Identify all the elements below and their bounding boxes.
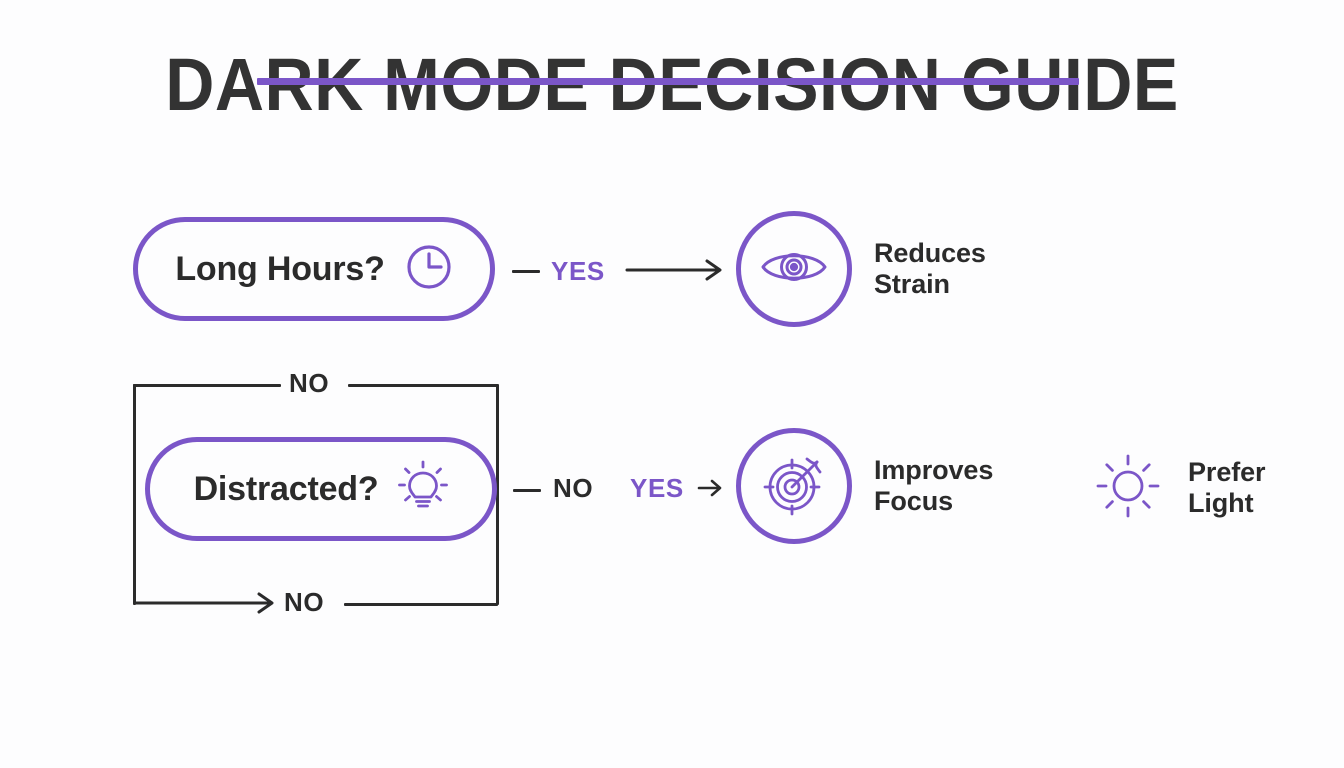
title-block: DARK MODE DECISION GUIDE — [0, 48, 1344, 122]
edge-line-bracket-left — [133, 384, 136, 605]
outcome-label-improves-focus: Improves Focus — [874, 455, 994, 516]
clock-icon — [405, 243, 453, 296]
outcome-node-reduces-strain[interactable]: Reduces Strain — [736, 211, 986, 327]
edge-stub-distracted-no — [513, 489, 541, 492]
sun-icon — [1095, 453, 1161, 524]
edge-arrow-hours-yes — [625, 256, 729, 289]
decision-node-distracted[interactable]: Distracted? — [145, 437, 497, 541]
outcome-ring-improves-focus — [736, 428, 852, 544]
decision-label-long-hours: Long Hours? — [175, 249, 385, 288]
decision-label-distracted: Distracted? — [193, 469, 379, 508]
edge-line-no-bottom-right — [344, 603, 498, 606]
lightbulb-icon — [398, 460, 449, 519]
outcome-ring-reduces-strain — [736, 211, 852, 327]
edge-line-hours-no-top-left — [133, 384, 281, 387]
edge-line-hours-no-top-right — [348, 384, 498, 387]
edge-label-hours-yes: YES — [551, 256, 605, 286]
edge-label-distracted-yes: YES — [630, 473, 684, 503]
edge-label-no-bottom: NO — [284, 587, 325, 617]
outcome-label-reduces-strain: Reduces Strain — [874, 238, 986, 299]
decision-node-long-hours[interactable]: Long Hours? — [133, 217, 495, 321]
target-icon — [761, 451, 827, 522]
edge-label-distracted-no: NO — [553, 473, 594, 503]
edge-line-bracket-right — [496, 384, 499, 605]
edge-stub-hours-yes — [512, 270, 540, 273]
title-underline — [257, 78, 1079, 85]
edge-label-hours-no-top: NO — [289, 368, 330, 398]
sun-icon-wrapper — [1090, 450, 1166, 526]
eye-icon — [759, 244, 829, 295]
outcome-label-prefer-light: Prefer Light — [1188, 457, 1266, 518]
edge-arrow-distracted-yes — [697, 476, 727, 505]
edge-arrow-no-bottom — [133, 589, 283, 622]
outcome-node-prefer-light[interactable]: Prefer Light — [1090, 450, 1266, 526]
page-title: DARK MODE DECISION GUIDE — [165, 43, 1179, 126]
outcome-node-improves-focus[interactable]: Improves Focus — [736, 428, 993, 544]
